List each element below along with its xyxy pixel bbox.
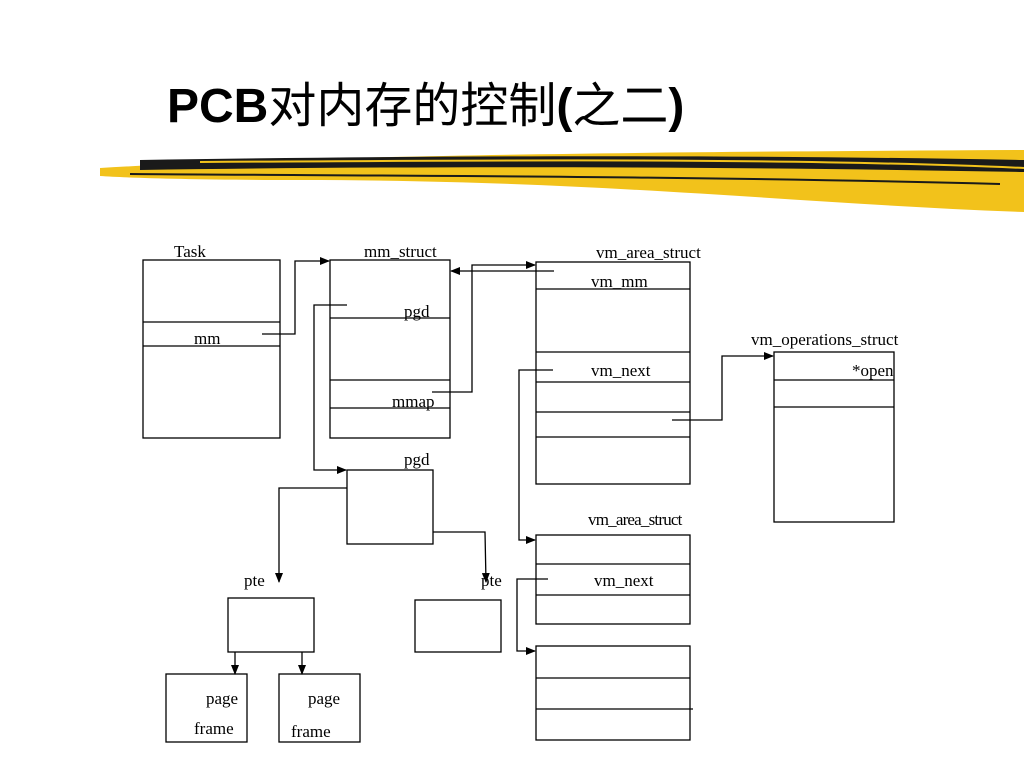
pgd-table-label: pgd (404, 450, 430, 469)
frame-label-1: frame (194, 719, 234, 738)
title-paren-text: 之二 (572, 78, 669, 134)
arrow-vm-next-to-vm-area-3 (516, 578, 548, 655)
pgd-field-label: pgd (404, 302, 430, 321)
task-label: Task (174, 242, 206, 261)
pte-table-box-right (414, 599, 502, 653)
arrow-pgd-to-pte-right (433, 531, 490, 583)
slide-title: PCB对内存的控制(之二) (167, 82, 684, 131)
vm-area-struct-box-2 (535, 534, 691, 625)
arrow-vm-ops-to-operations (672, 352, 774, 421)
vm-area-struct-label-2: vm_area_struct (588, 510, 683, 529)
arrow-vm-next-to-vm-area-2 (518, 369, 553, 544)
vm-operations-struct-label: vm_operations_struct (751, 330, 899, 349)
mmap-field-label: mmap (392, 392, 435, 411)
vm-area-struct-label-1: vm_area_struct (596, 243, 701, 262)
vm-area-struct-box-1 (535, 261, 691, 485)
mm-struct-box (329, 259, 451, 439)
title-paren-close: ) (668, 80, 685, 133)
pte-table-box-left (227, 597, 315, 653)
page-label-2: page (308, 689, 340, 708)
page-label-1: page (206, 689, 238, 708)
arrow-mm-to-mm-struct (262, 257, 330, 335)
vm-next-field-label-1: vm_next (591, 361, 651, 380)
task-box (142, 259, 281, 439)
title-latin: PCB (167, 80, 269, 133)
mm-struct-label: mm_struct (364, 242, 437, 261)
page-frame-box-2 (278, 673, 361, 743)
vm-mm-field-label: vm_mm (591, 272, 648, 291)
page-frame-box-1 (165, 673, 248, 743)
arrow-pgd-to-pte-left (275, 487, 347, 583)
arrow-pgd-to-pgd-table (313, 304, 347, 474)
title-cjk: 对内存的控制 (268, 78, 557, 134)
frame-label-2: frame (291, 722, 331, 741)
pgd-table-box (346, 469, 434, 545)
vm-area-struct-box-3 (535, 645, 693, 741)
vm-next-field-label-2: vm_next (594, 571, 654, 590)
pte-label-right: pte (481, 571, 502, 590)
title-brush-stroke (100, 150, 1024, 212)
title-paren-open: ( (556, 80, 573, 133)
arrow-mmap-to-vm-area (432, 261, 536, 393)
vm-operations-struct-box (773, 351, 895, 523)
open-field-label: *open (852, 361, 894, 380)
mm-field-label: mm (194, 329, 220, 348)
pte-label-left: pte (244, 571, 265, 590)
